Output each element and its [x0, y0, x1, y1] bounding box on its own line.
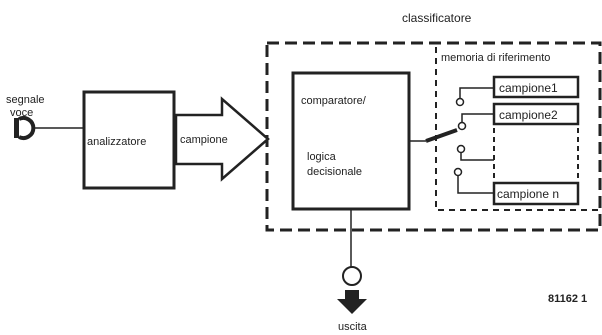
output-arrow-icon	[337, 290, 367, 314]
sample-slot-2-label: campione2	[499, 108, 558, 122]
logic-label-line2: decisionale	[307, 166, 362, 178]
comparator-block	[291, 71, 411, 211]
analyzer-block	[82, 90, 176, 190]
sample-arrow-label: campione	[180, 134, 228, 146]
sample-slot-n	[492, 181, 580, 206]
sample-slots-continuation	[493, 128, 579, 180]
output-label: uscita	[338, 321, 368, 333]
sample-slot-n-label: campione n	[497, 187, 559, 201]
sample-slot-2	[492, 102, 580, 126]
input-label-line1: segnale	[6, 94, 45, 106]
selector-switch-icon	[409, 87, 494, 194]
memory-title: memoria di riferimento	[441, 52, 550, 64]
figure-code: 81162 1	[548, 293, 587, 305]
sample-arrow	[174, 96, 270, 182]
input-label-line2: voce	[10, 107, 33, 119]
logic-label-line1: logica	[307, 151, 337, 163]
sample-slot-1-label: campione1	[499, 81, 558, 95]
analyzer-label: analizzatore	[87, 136, 146, 148]
microphone-icon	[14, 116, 36, 140]
sample-slot-1	[492, 75, 580, 99]
output-terminal-icon	[342, 266, 362, 286]
comparator-label: comparatore/	[301, 95, 367, 107]
classifier-title: classificatore	[402, 11, 472, 25]
